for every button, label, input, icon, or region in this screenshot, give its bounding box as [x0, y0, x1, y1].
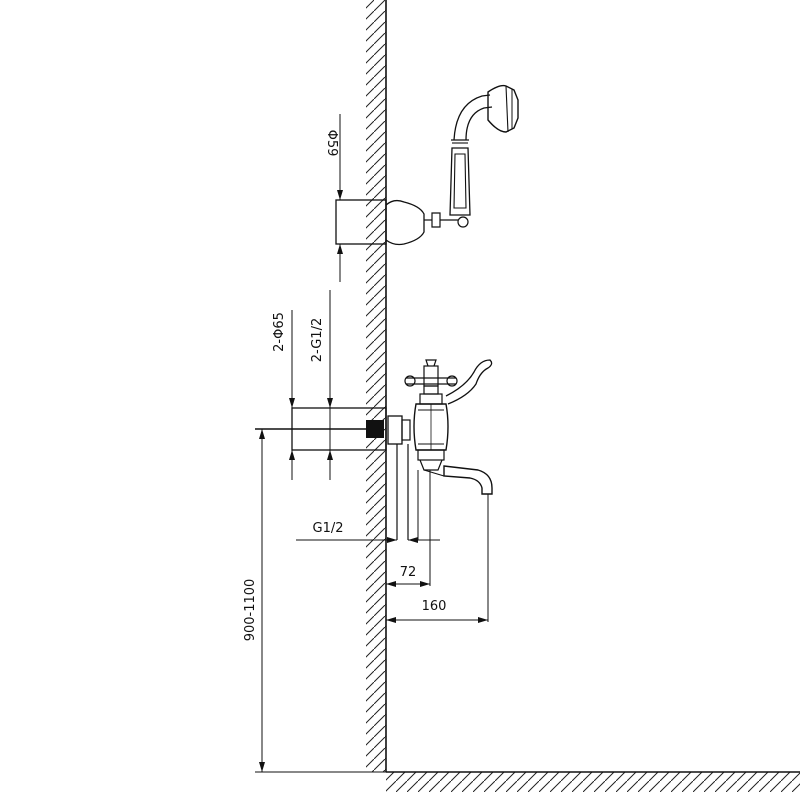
floor-hatching: [386, 772, 800, 792]
dimension-holder-diameter: Φ59: [324, 114, 343, 282]
mixer-barrel: [413, 403, 449, 451]
handle-ball-left: [404, 375, 416, 387]
handshower-neck: [453, 94, 491, 141]
dim-label-flange-diameter: 2-Φ65: [272, 312, 287, 352]
handshower-head: [487, 84, 519, 133]
bath-spout: [443, 465, 493, 495]
dim-label-inlet-thread: G1/2: [313, 521, 344, 536]
diverter-lever: [445, 359, 493, 405]
hose-joint-dot: [457, 216, 469, 228]
dimension-spout-reach: 160: [386, 494, 489, 623]
dim-label-body-offset: 72: [400, 565, 417, 580]
dim-label-spout-reach: 160: [422, 599, 447, 614]
dim-label-installation-height: 900-1100: [243, 579, 258, 642]
wall-hatching: [366, 0, 386, 772]
dimension-installation-height: 900-1100: [243, 429, 265, 772]
flange-nut: [366, 420, 384, 438]
dim-label-flange-thread: 2-G1/2: [310, 318, 325, 362]
bath-mixer: [387, 359, 493, 586]
handle-ball-right: [446, 375, 458, 387]
hand-shower-assembly: [335, 84, 519, 246]
holder-bracket: [335, 199, 387, 245]
cross-handle: [404, 359, 458, 387]
wall: [366, 0, 387, 772]
dimension-inlet-thread: G1/2: [296, 521, 440, 543]
mixer-wall-nut: [387, 415, 403, 445]
handshower-handle: [449, 147, 471, 216]
dimension-flange: 2-Φ65 2-G1/2: [272, 290, 333, 480]
dim-label-holder-diameter: Φ59: [324, 130, 339, 157]
dimension-body-offset: 72: [386, 565, 430, 587]
wall-flange: [255, 407, 387, 451]
floor: [255, 771, 800, 792]
hose-nut: [431, 212, 441, 228]
holder-neck: [385, 199, 425, 246]
